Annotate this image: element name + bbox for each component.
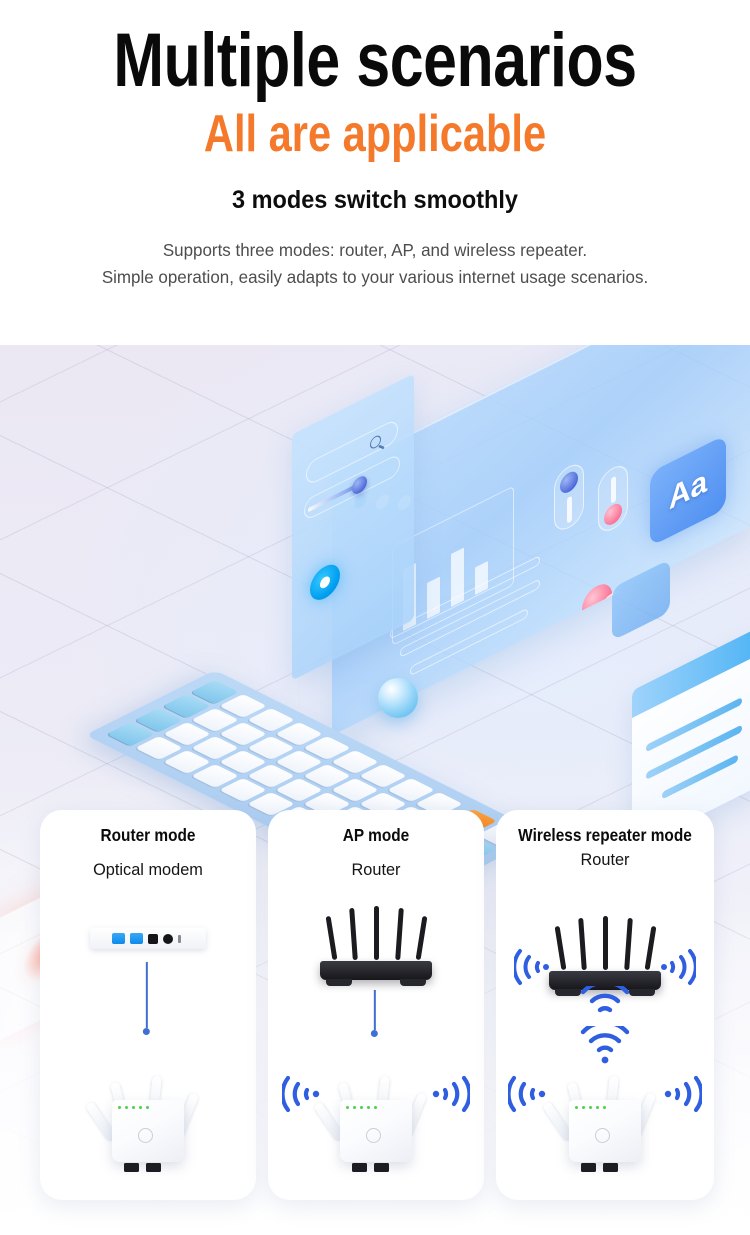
wireless-link-upper-icon (577, 986, 633, 1016)
mode-card-wireless-repeater[interactable]: Wireless repeater mode Router (496, 810, 714, 1200)
mode-card-ap[interactable]: AP mode Router (268, 810, 484, 1200)
mode-card-source-label: Router (580, 849, 630, 869)
black-router-device (545, 916, 665, 996)
wifi-signal-right-icon (662, 1072, 702, 1116)
toggle-switch-pink[interactable] (598, 460, 628, 537)
router-base (549, 971, 661, 990)
mode-card-source-label: Router (351, 859, 401, 879)
mode-card-title: Router mode (100, 825, 196, 845)
page-title: Multiple scenarios (113, 18, 637, 103)
mode-cards-row: Router mode Optical modem (0, 810, 750, 1210)
repeater-ethernet-port-1 (581, 1163, 596, 1172)
wired-connection-line (143, 962, 151, 1035)
repeater-led-indicators (575, 1106, 606, 1109)
page-header: Multiple scenarios All are applicable 3 … (0, 0, 750, 292)
typography-tile: Aa (650, 434, 726, 547)
repeater-led-indicators (118, 1106, 149, 1109)
router-base (320, 961, 432, 980)
wifi-signal-left-icon (508, 1072, 548, 1116)
wifi-repeater-device (85, 1066, 202, 1174)
repeater-logo-icon (138, 1128, 153, 1143)
repeater-ethernet-port-1 (124, 1163, 139, 1172)
description-line-2: Simple operation, easily adapts to your … (101, 267, 649, 288)
page-subtitle-bold: 3 modes switch smoothly (232, 185, 518, 214)
mode-card-title: AP mode (342, 825, 410, 845)
black-router-device (316, 906, 436, 986)
repeater-logo-icon (366, 1128, 381, 1143)
wifi-signal-right-icon (430, 1072, 470, 1116)
repeater-ethernet-port-2 (374, 1163, 389, 1172)
repeater-ethernet-port-1 (352, 1163, 367, 1172)
page-subtitle-orange: All are applicable (203, 104, 547, 163)
router-wifi-right-icon (658, 946, 696, 988)
repeater-led-indicators (346, 1106, 377, 1109)
description-line-1: Supports three modes: router, AP, and wi… (162, 239, 588, 260)
wired-connection-line (371, 990, 379, 1037)
wifi-signal-left-icon (282, 1072, 322, 1116)
repeater-ethernet-port-2 (146, 1163, 161, 1172)
mode-card-source-label: Optical modem (93, 859, 203, 879)
repeater-logo-icon (595, 1128, 610, 1143)
description-block: Supports three modes: router, AP, and wi… (11, 237, 739, 291)
mode-card-router[interactable]: Router mode Optical modem (40, 810, 256, 1200)
wifi-repeater-device (542, 1066, 659, 1174)
router-wifi-left-icon (514, 946, 552, 988)
toggle-switch-blue[interactable] (554, 458, 584, 536)
wireless-link-lower-icon (577, 1026, 633, 1066)
mode-card-title: Wireless repeater mode (518, 825, 692, 845)
blue-sphere-decoration (378, 678, 418, 718)
repeater-ethernet-port-2 (603, 1163, 618, 1172)
record-button-icon[interactable] (310, 558, 340, 606)
wifi-repeater-device (313, 1066, 430, 1174)
optical-modem-device (90, 928, 206, 949)
